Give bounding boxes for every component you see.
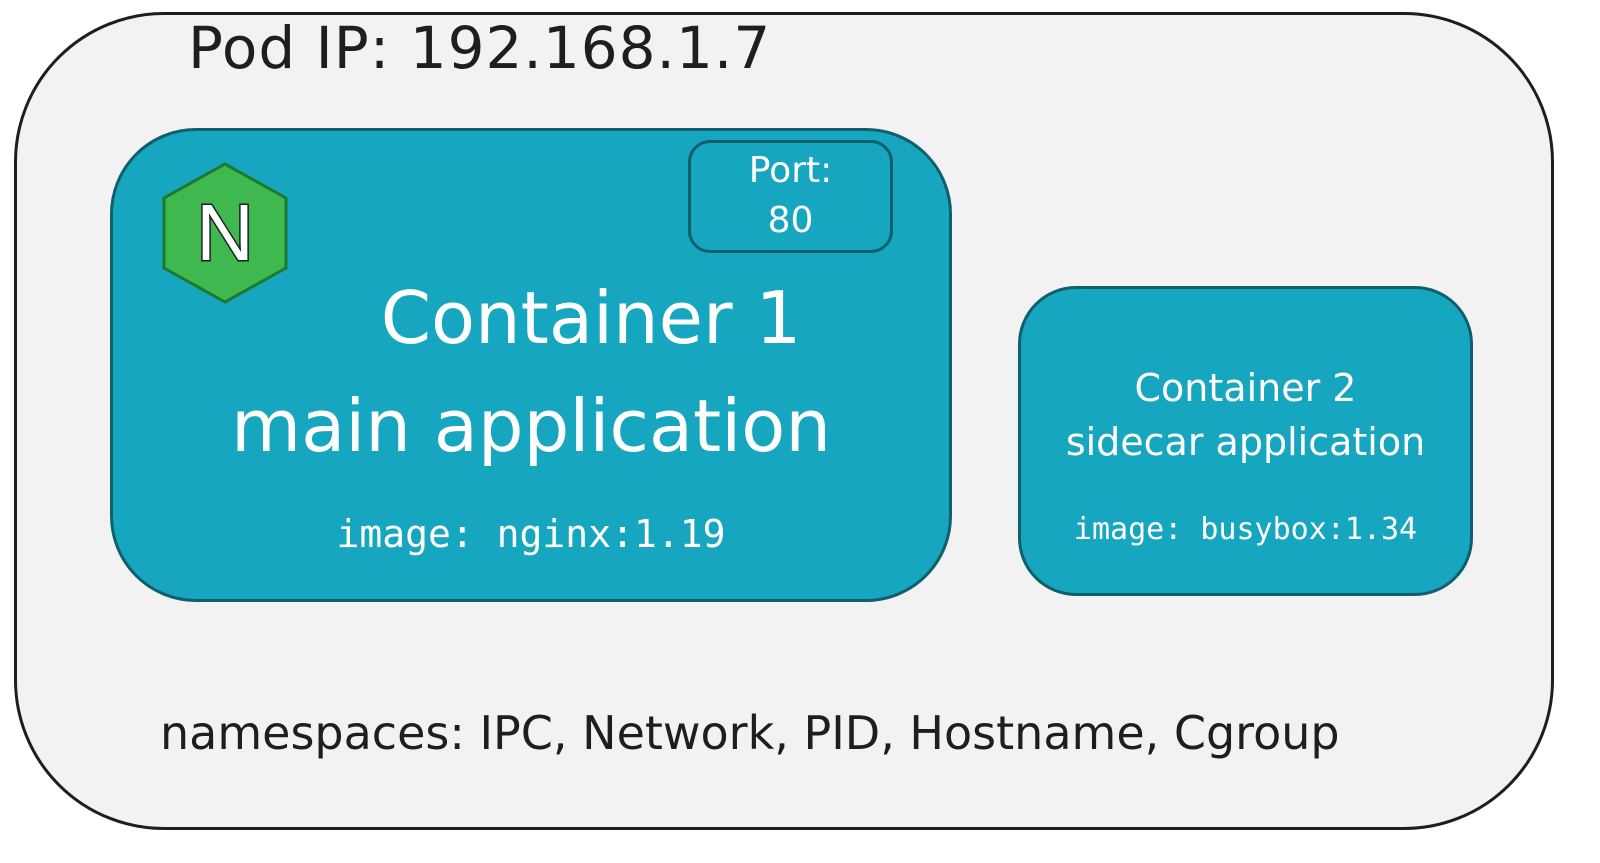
port-label: Port: [748,150,833,191]
container-1-image: image: nginx:1.19 [336,512,726,556]
nginx-hexagon-icon: N [162,162,288,304]
pod-ip-label: Pod IP: 192.168.1.7 [188,14,772,82]
port-label-group: Port: 80 [688,0,893,300]
container-1-title: Container 1 [380,276,802,360]
container-2-box [1018,286,1473,596]
container-2-title: Container 2 [1134,366,1357,410]
container-2-subtitle: sidecar application [1065,420,1426,464]
container-1-subtitle: main application [231,384,831,468]
port-value: 80 [767,200,814,241]
namespaces-label: namespaces: IPC, Network, PID, Hostname,… [160,706,1340,760]
container-2-image: image: busybox:1.34 [1073,512,1418,547]
nginx-hexagon-shape [162,162,288,304]
nginx-logo-letter: N [196,188,254,277]
port-box [688,140,893,253]
